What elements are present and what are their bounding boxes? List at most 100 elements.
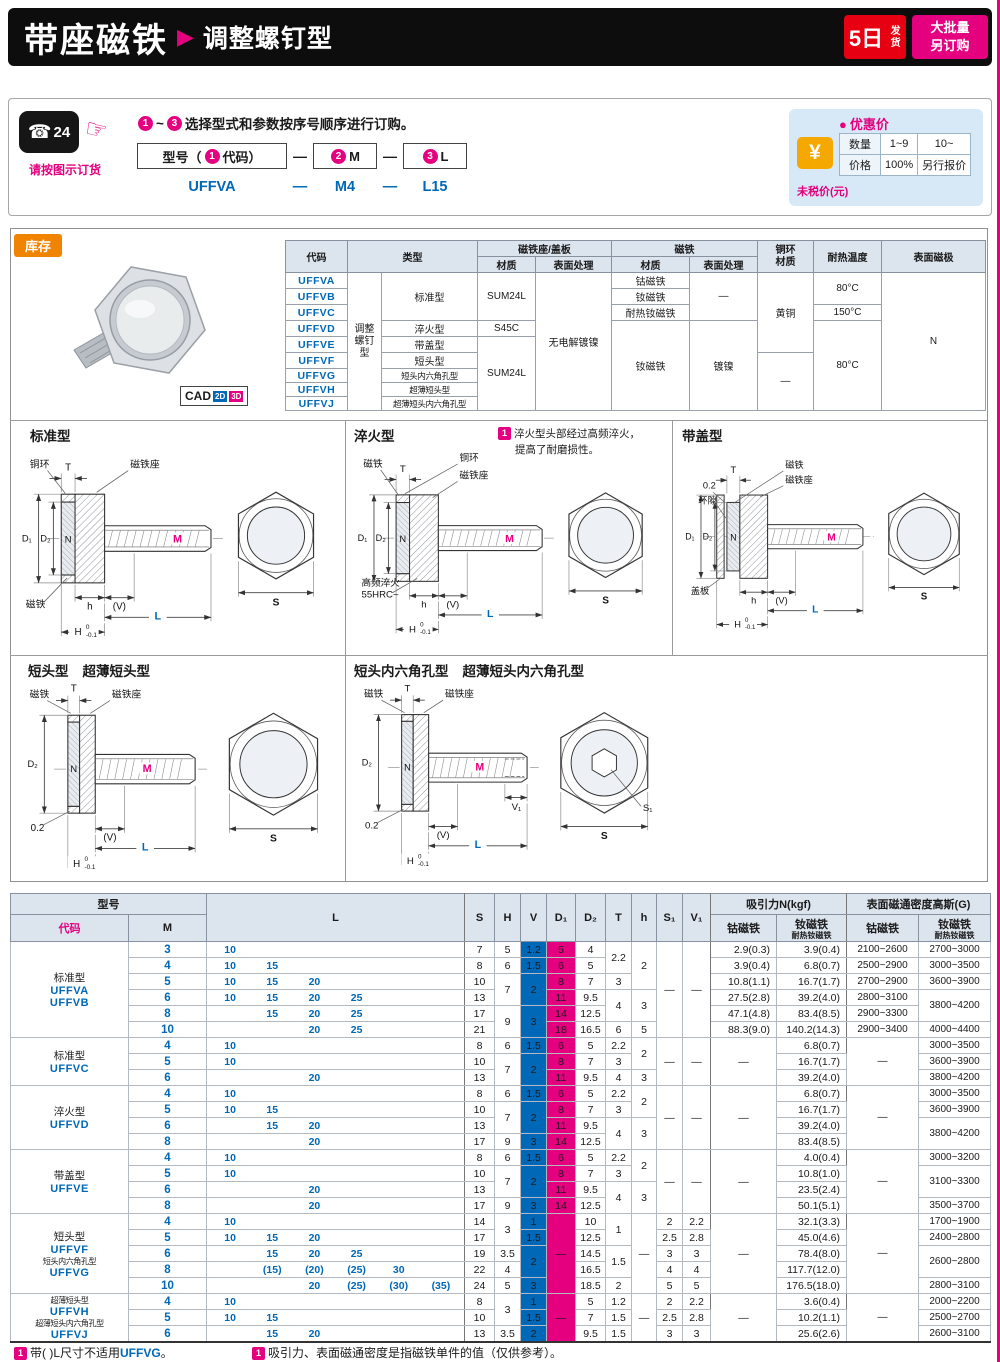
l-lengths: 10 bbox=[206, 1149, 465, 1166]
header-cobalt: 钴磁铁 bbox=[710, 914, 777, 942]
header-H: H bbox=[494, 893, 521, 942]
dim-cell: 14.5 bbox=[575, 1245, 606, 1262]
m-size: 4 bbox=[128, 1037, 207, 1054]
dim-label-n: N bbox=[65, 534, 72, 544]
dim-cell: 7 bbox=[575, 973, 606, 990]
dim-label-m: M bbox=[505, 533, 514, 545]
nd-label: 钕磁铁 bbox=[795, 919, 828, 931]
dim-cell: 2.2 bbox=[605, 1149, 632, 1166]
dim-label-s: S bbox=[601, 831, 608, 842]
spec-header-material: 材质 bbox=[477, 256, 536, 273]
dim-cell: 1.5 bbox=[520, 1229, 547, 1246]
dim-cell: 9.5 bbox=[575, 1181, 606, 1198]
dim-label-n: N bbox=[730, 532, 736, 542]
dim-label-magnet: 磁铁 bbox=[363, 458, 383, 470]
dim-cell: 3600~3900 bbox=[917, 973, 992, 990]
bulk-line1: 大批量 bbox=[930, 20, 970, 36]
model-m-box: 2 M bbox=[313, 143, 377, 169]
dim-label-s: S bbox=[921, 592, 928, 603]
dim-cell: 7 bbox=[494, 1053, 521, 1086]
m-size: 4 bbox=[128, 957, 207, 974]
dim-cell: 17 bbox=[464, 1197, 495, 1214]
dim-cell: 2600~3100 bbox=[917, 1325, 992, 1343]
dim-cell: 1.5 bbox=[520, 1309, 547, 1326]
tilde: ~ bbox=[156, 115, 164, 131]
spec-cell: 镀镍 bbox=[689, 320, 758, 411]
spec-code-UFFVF: UFFVF bbox=[285, 352, 348, 369]
dim-label-tol_top: 0 bbox=[745, 618, 749, 624]
dim-label-l: L bbox=[812, 605, 818, 616]
dim-cell: 13 bbox=[464, 1117, 495, 1134]
dim-cell: 13 bbox=[464, 1181, 495, 1198]
dim-cell: 1.5 bbox=[520, 1037, 547, 1054]
spec-cell: 黄铜 bbox=[757, 272, 814, 353]
m-size: 3 bbox=[128, 941, 207, 958]
shipping-days-badge: 5日 发货 bbox=[844, 15, 906, 59]
dim-label-v: (V) bbox=[103, 833, 116, 844]
header-M: M bbox=[128, 914, 207, 942]
dim-cell: 18 bbox=[546, 1021, 576, 1038]
step-3-marker: 3 bbox=[166, 115, 182, 131]
diagram-title-standard: 标准型 bbox=[30, 429, 71, 444]
price-1: 100% bbox=[879, 154, 919, 176]
m-size: 10 bbox=[128, 1277, 207, 1294]
cad-3d: 3D bbox=[229, 390, 244, 402]
dim-label-bigH: H bbox=[409, 624, 416, 635]
dim-cell: 3 bbox=[631, 1181, 657, 1214]
dim-cell: 8 bbox=[464, 1037, 495, 1054]
instruction-text: 选择型式和参数按序号顺序进行订购。 bbox=[184, 117, 415, 132]
dim-cell: 2800~3100 bbox=[917, 1277, 992, 1294]
dim-cell: 2500~2700 bbox=[917, 1309, 992, 1326]
spec-cell: S45C bbox=[477, 320, 536, 337]
step-1-marker: 1 bbox=[138, 115, 153, 131]
stock-badge: 库存 bbox=[14, 234, 63, 257]
title-thin: 超薄短头型 bbox=[82, 664, 151, 679]
dim-label-ring: 铜环 bbox=[30, 459, 50, 471]
footnote-left-code: UFFVG bbox=[120, 1346, 161, 1360]
dim-label-cover: 盖板 bbox=[691, 585, 710, 596]
ordering-instruction: 1 ~ 3 选择型式和参数按序号顺序进行订购。 bbox=[137, 113, 414, 133]
dim-cell: 3 bbox=[520, 1005, 547, 1038]
dim-cell: 13 bbox=[464, 1069, 495, 1086]
dim-cell: 3.6(0.4) bbox=[776, 1293, 847, 1310]
dim-cell: 2 bbox=[631, 1149, 657, 1182]
dim-cell: 2700~2900 bbox=[846, 973, 919, 990]
dim-label-l: L bbox=[475, 839, 482, 851]
spec-cell: 短头型 bbox=[381, 352, 478, 369]
example-m: M4 bbox=[334, 179, 356, 195]
dim-cell: 3 bbox=[494, 1293, 521, 1326]
note-line2: 提高了耐磨损性。 bbox=[515, 443, 599, 456]
magnet-face bbox=[115, 285, 185, 355]
l-lengths: 20 bbox=[206, 1181, 465, 1198]
dim-cell: — bbox=[631, 1293, 657, 1343]
header-neodymium: 钕磁铁 耐热钕磁铁 bbox=[917, 914, 992, 942]
dim-label-l: L bbox=[487, 608, 494, 620]
spec-header-type: 类型 bbox=[347, 240, 478, 273]
spec-cell: 钕磁铁 bbox=[611, 288, 690, 305]
dim-label-l: L bbox=[142, 841, 149, 853]
dim-label-n: N bbox=[70, 764, 77, 774]
dim-cell: — bbox=[682, 1149, 711, 1214]
divider bbox=[10, 655, 988, 656]
spec-cell: 80°C bbox=[813, 320, 882, 411]
dim-label-d2: D₂ bbox=[362, 758, 373, 768]
dim-cell: 14 bbox=[546, 1005, 576, 1022]
spec-group-label: 调整 螺钉型 bbox=[347, 272, 382, 411]
dim-cell: 2 bbox=[520, 1053, 547, 1086]
tax-note: 未税价(元) bbox=[797, 186, 849, 198]
nd-heat-label: 耐热钕磁铁 bbox=[791, 931, 832, 940]
m-size: 6 bbox=[128, 1325, 207, 1343]
spec-cell: 带盖型 bbox=[381, 336, 478, 353]
l-lengths: (15)(20)(25)30 bbox=[206, 1261, 465, 1278]
dim-label-magnet: 磁铁 bbox=[30, 688, 50, 701]
spec-header-magnet: 磁铁 bbox=[611, 240, 758, 257]
dim-cell: 2600~2800 bbox=[917, 1245, 992, 1278]
header-cobalt: 钴磁铁 bbox=[846, 914, 919, 942]
dim-cell: 16.5 bbox=[575, 1261, 606, 1278]
